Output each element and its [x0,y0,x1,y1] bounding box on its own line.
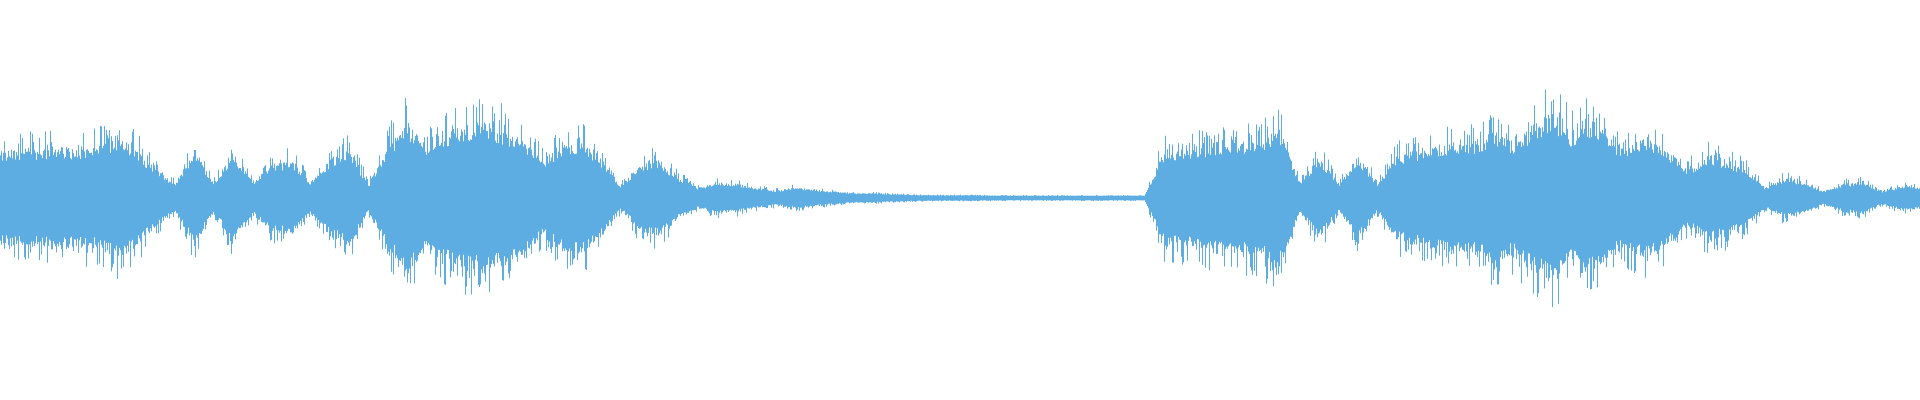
waveform-path [0,89,1920,308]
waveform-samples [0,89,1920,308]
